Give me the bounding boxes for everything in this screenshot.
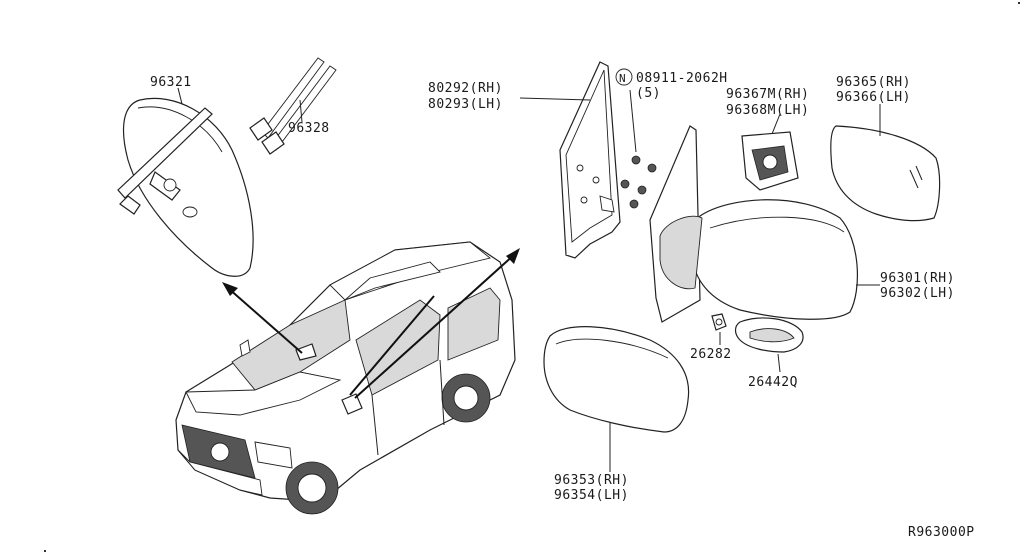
label-26442: 26442Q — [748, 375, 798, 390]
label-96367: 96367M(RH) — [726, 87, 809, 102]
label-96301: 96301(RH) — [880, 271, 955, 286]
label-96365: 96365(RH) — [836, 75, 911, 90]
label-96353: 96353(RH) — [554, 473, 629, 488]
inside-mirror — [117, 97, 254, 277]
leader-96321 — [177, 87, 183, 105]
corner-mark — [44, 550, 46, 552]
label-96366: 96366(LH) — [836, 90, 911, 105]
vehicle-illustration — [175, 241, 516, 515]
mirror-base — [559, 61, 621, 259]
leader-26442 — [777, 353, 781, 373]
leader-08911 — [629, 89, 637, 153]
label-08911-mark: N — [619, 72, 626, 85]
corner-mark — [1018, 2, 1020, 4]
mirror-actuator — [741, 131, 799, 191]
nuts — [620, 155, 657, 209]
turn-lamp — [734, 317, 804, 353]
label-96302: 96302(LH) — [880, 286, 955, 301]
mirror-body — [649, 125, 858, 323]
pointer-arrows — [222, 248, 520, 399]
leader-80292 — [519, 97, 591, 101]
label-08911: 08911-2062H — [636, 71, 728, 86]
bulb — [711, 313, 727, 331]
label-96321: 96321 — [150, 75, 192, 90]
label-96328: 96328 — [288, 121, 330, 136]
label-80293: 80293(LH) — [428, 97, 503, 112]
mirror-cover — [543, 326, 690, 433]
label-96368: 96368M(LH) — [726, 103, 809, 118]
label-96354: 96354(LH) — [554, 488, 629, 503]
mirror-clip — [249, 57, 337, 155]
label-08911-qty: (5) — [636, 86, 661, 101]
label-80292: 80292(RH) — [428, 81, 503, 96]
leader-96328 — [299, 99, 303, 123]
label-26282: 26282 — [690, 347, 732, 362]
mirror-glass — [830, 125, 941, 222]
nut-symbol — [615, 68, 633, 86]
diagram-code: R963000P — [908, 525, 975, 540]
leader-96367 — [771, 113, 781, 135]
